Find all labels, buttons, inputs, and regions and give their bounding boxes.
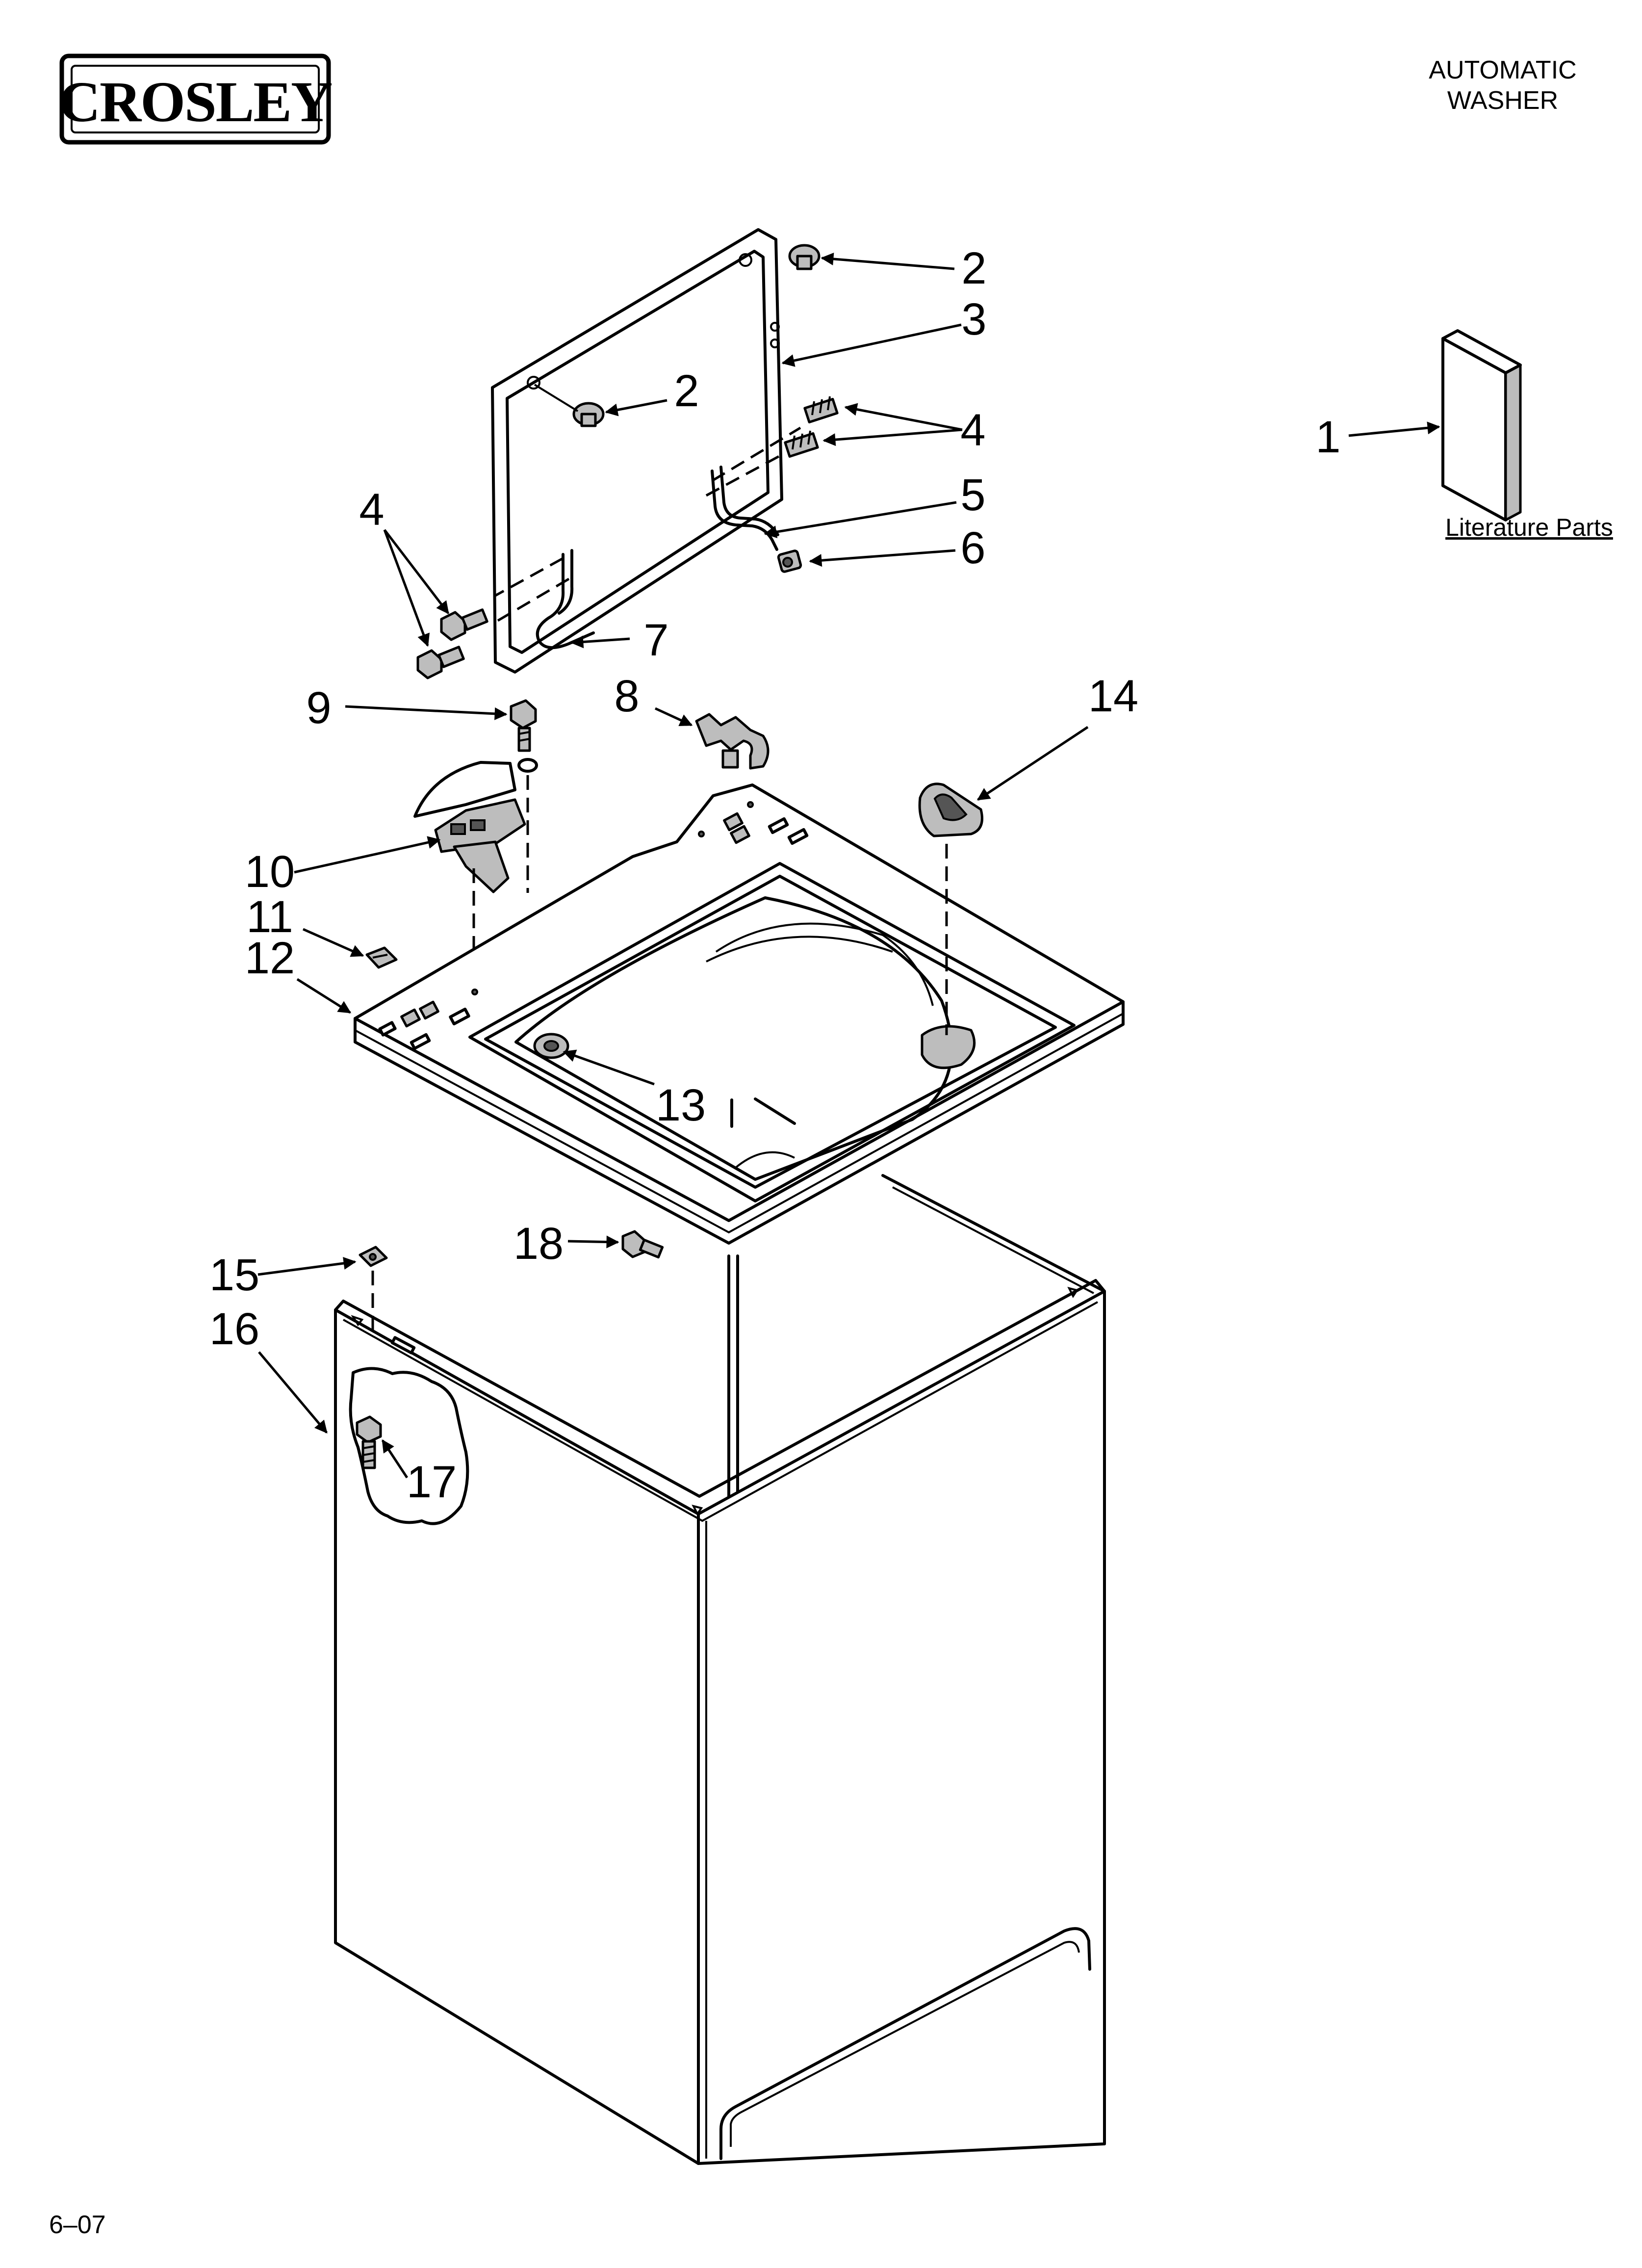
leader-7 [570,635,630,649]
hinge-pin-right [788,244,821,270]
callout-6: 6 [960,523,985,573]
callout-15: 15 [209,1250,259,1300]
callout-10: 10 [245,847,295,897]
document-title-line1: AUTOMATIC [1429,56,1576,84]
leader-4a-1 [844,403,963,431]
callout-3: 3 [961,294,986,344]
hole-plug [365,946,398,969]
callout-1: 1 [1315,412,1340,462]
callout-5: 5 [960,470,985,520]
switch-screw [510,699,538,773]
washer-top-panel [354,783,1125,1245]
brand-logo: CROSLEY [59,53,333,145]
leader-5 [764,501,957,539]
hinge-screw-right-1 [803,396,839,424]
literature-parts-caption: Literature Parts [1445,514,1613,541]
lid-switch-clip [695,713,770,770]
leader-1 [1348,421,1440,437]
callout-2a: 2 [961,243,986,293]
top-panel-screw [621,1230,664,1259]
callout-16: 16 [209,1304,259,1354]
callout-18: 18 [513,1219,564,1269]
callout-7: 7 [643,615,668,665]
callout-11: 11 [246,892,293,942]
leader-10 [294,836,441,874]
date-code: 6–07 [49,2211,106,2239]
hinge-pin-left [572,402,605,427]
leader-17 [381,1439,409,1479]
leader-4b-2 [383,529,430,647]
leader-14 [976,726,1089,801]
leader-2a [821,252,955,270]
hinge-rod-left [494,549,595,650]
document-title-line2: WASHER [1447,86,1558,115]
callout-9: 9 [306,683,331,733]
hinge-screw-left-1 [440,608,488,641]
leader-12 [296,978,352,1014]
callout-13: 13 [656,1080,706,1130]
leader-11 [302,928,364,957]
dispenser-cap [918,782,983,837]
leader-9 [345,705,508,720]
fill-grommet [533,1033,569,1059]
leader-4b-1 [384,529,449,615]
brand-text: CROSLEY [59,70,332,134]
callout-17: 17 [407,1457,457,1507]
leader-6 [809,549,956,567]
washer-cabinet [334,1174,1106,2165]
hinge-retainer [777,549,802,573]
leader-15 [257,1257,357,1276]
leader-18 [567,1235,619,1249]
callout-4a: 4 [960,405,985,455]
cabinet-screw [356,1415,382,1469]
lid-switch [413,761,526,1001]
callout-12: 12 [245,933,295,983]
callout-4b: 4 [359,485,384,535]
leader-13 [563,1049,655,1086]
leader-3 [781,323,962,367]
leader-2b [605,399,667,417]
hinge-screw-left-2 [416,646,465,679]
cabinet-clip [359,1246,388,1267]
callout-8: 8 [614,671,639,721]
literature-booklet [1441,329,1522,521]
leader-16 [258,1351,328,1434]
lid-frame [491,228,783,674]
callout-2b: 2 [674,366,699,416]
leader-8 [654,707,693,727]
leader-4a-2 [822,428,963,446]
hinge-screw-right-2 [784,430,819,458]
callout-14: 14 [1088,671,1138,721]
